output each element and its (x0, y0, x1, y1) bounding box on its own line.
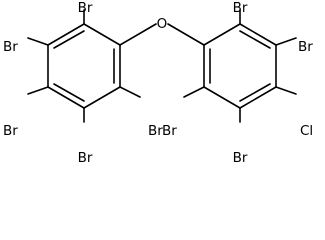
bond (239, 23, 277, 46)
bond (167, 23, 205, 46)
bond (275, 86, 297, 95)
left-lower-left-substituent-label: Br (3, 123, 18, 139)
chemical-structure-figure: O Br Br Br Br Br Br Br Cl Br Br (3, 0, 314, 166)
left-upper-left-substituent-label: Br (3, 39, 18, 55)
left-top-substituent-label: Br (78, 0, 93, 16)
left-ring (47, 23, 121, 109)
right-ring (203, 23, 277, 109)
double-bond-inner (53, 83, 85, 102)
right-lower-left-substituent-label: Br (162, 123, 177, 139)
right-top-substituent-label: Br (233, 0, 248, 16)
structure-drawing: O Br Br Br Br Br Br Br Cl Br Br (3, 0, 313, 166)
bond (47, 23, 85, 46)
bond (83, 23, 121, 46)
ether-bridge (119, 23, 205, 46)
double-bond-inner (239, 30, 271, 49)
bond (27, 37, 49, 46)
left-bottom-substituent-label: Br (78, 150, 93, 166)
bond (239, 86, 277, 109)
bond (203, 86, 241, 109)
right-upper-right-substituent-label: Br (298, 39, 313, 55)
bond (27, 86, 49, 95)
bond (203, 23, 241, 46)
bond (275, 37, 297, 46)
bond (83, 86, 121, 109)
substituent-bonds (27, 9, 297, 123)
oxygen-atom-label: O (157, 16, 168, 32)
double-bond-inner (239, 83, 271, 102)
atom-labels: O Br Br Br Br Br Br Br Cl Br Br (3, 0, 313, 166)
double-bond-inner (53, 30, 85, 49)
right-bottom-substituent-label: Br (233, 150, 248, 166)
bond (47, 86, 85, 109)
right-lower-right-substituent-label: Cl (300, 123, 313, 139)
left-lower-right-substituent-label: Br (148, 123, 163, 139)
bond (119, 86, 141, 98)
bond (183, 86, 205, 98)
bond (119, 23, 157, 46)
